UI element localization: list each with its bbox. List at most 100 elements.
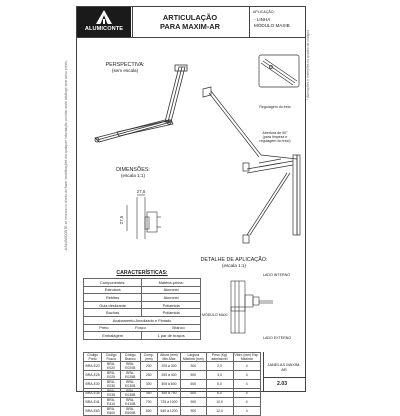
spec-cell: 900 — [180, 406, 207, 416]
spec-cell: 3,0 — [205, 370, 234, 380]
disclaimer-text: A ALUMICONTE se reserva no direito de fa… — [64, 60, 68, 251]
spec-header-cell: Comp. (mm) — [139, 352, 158, 362]
spec-cell: BRA-E035 — [101, 388, 121, 398]
spec-cell: 12,0 — [205, 406, 234, 416]
spec-cell: 500 — [180, 370, 207, 380]
spec-cell: BRA-E30 — [82, 379, 103, 389]
finish-title-row: Acabamento Anodizado e Pintado — [83, 315, 201, 325]
spec-cell: 4 — [232, 397, 261, 407]
spec-cell: BRA-E035B — [120, 388, 141, 398]
outer-side-label: LADO EXTERNO — [263, 336, 292, 340]
spec-cell: BRA-E030B — [120, 379, 141, 389]
finish-title: Acabamento Anodizado e Pintado — [83, 315, 201, 325]
series-label: JANELAS MAXIM-AR — [267, 362, 301, 372]
packaging-value: 1 par de braços — [141, 331, 201, 340]
spec-cell: 255 à 400 — [156, 370, 182, 380]
spec-cell: BRA-E600B — [120, 406, 141, 416]
characteristic-material: Poliamida — [141, 308, 201, 317]
spec-header-cell: Altura (mm) Min-Máx — [156, 352, 182, 362]
spec-cell: 355 à 750 — [156, 388, 182, 398]
page-number: 2.03 — [277, 381, 288, 387]
spec-cell: 2,0 — [205, 361, 234, 371]
revision-sidebar: * Alterações e inserções no quadro de có… — [306, 30, 316, 370]
spec-cell: BRA-E020 — [101, 361, 121, 371]
brand-name: ALUMICONTE — [84, 26, 124, 32]
spec-cell: BRA-E025 — [101, 370, 121, 380]
spec-cell: 4 — [232, 361, 261, 371]
spec-cell: BRA-E25 — [82, 370, 103, 380]
spec-cell: BRA-E20 — [82, 361, 103, 371]
spec-cell: BRA-E41 — [82, 397, 103, 407]
spec-cell: BRA-E410 — [101, 397, 121, 407]
spec-cell: 300 — [139, 379, 158, 389]
disclaimer-sidebar: A ALUMICONTE se reserva no direito de fa… — [64, 60, 74, 380]
spec-cell: 350 — [139, 388, 158, 398]
characteristic-component: Guia deslizante — [82, 300, 143, 310]
spec-cell: 725 à 1000 — [156, 397, 182, 407]
opening-note-line-1: Abertura de 90° — [262, 131, 288, 135]
spec-cell: 4 — [232, 370, 261, 380]
characteristic-material: Alumínio — [141, 285, 201, 295]
finish-option: Preto — [99, 325, 109, 331]
footer-sep — [263, 352, 264, 391]
footer-divider — [263, 377, 305, 378]
spec-cell: 305 à 600 — [156, 379, 182, 389]
spec-cell: 200 — [139, 361, 158, 371]
spec-cell: BRA-E410B — [120, 397, 141, 407]
application-detail-title: DETALHE DE APLICAÇÃO: — [200, 257, 268, 263]
spec-cell: BRA-E60 — [82, 406, 103, 416]
spec-cell: BRA-E030 — [101, 379, 121, 389]
header-divider — [77, 37, 305, 38]
characteristic-material: Poliamida — [141, 300, 201, 310]
application-detail-drawing — [230, 280, 273, 334]
revision-text: * Alterações e inserções no quadro de có… — [306, 30, 310, 100]
spec-cell: 6,0 — [205, 388, 234, 398]
characteristic-component: Rebites — [82, 293, 143, 302]
opening-note: Abertura de 90° (para limpeza e regulage… — [245, 131, 305, 144]
characteristics-title: CARACTERÍSTICAS: — [116, 270, 168, 276]
application-line-2: MÓDULO MAXIB — [254, 23, 290, 28]
spec-cell: 4 — [232, 388, 261, 398]
dimensions-subtitle: (escala 1:1) — [120, 173, 145, 178]
spec-cell: BRA-E600 — [101, 406, 121, 416]
spec-cell: BRA-E020B — [120, 361, 141, 371]
spec-header-cell: Peso (Kg) admissível — [205, 352, 234, 362]
finish-option: Branco — [172, 325, 185, 331]
alumiconte-logo-icon — [96, 10, 112, 24]
spec-cell: 4 — [232, 406, 261, 416]
spec-cell: 5,0 — [205, 379, 234, 389]
spec-header-cell: Largura Máxima (mm) — [180, 352, 207, 362]
catalog-sheet: ALUMICONTE ARTICULAÇÃO PARA MAXIM-AR APL… — [76, 6, 306, 416]
characteristic-component: Buchas — [82, 308, 143, 317]
title-line-1: ARTICULAÇÃO — [162, 13, 218, 22]
page-title: ARTICULAÇÃO PARA MAXIM-AR — [133, 7, 247, 37]
spec-header-cell: Código Fosco — [101, 352, 121, 362]
characteristic-material: Alumínio — [141, 293, 201, 302]
spec-cell: BRA-E35 — [82, 388, 103, 398]
brand-logo-block: ALUMICONTE — [77, 7, 131, 37]
spec-cell: 600 — [139, 406, 158, 416]
header-sep — [132, 7, 133, 37]
spec-cell: 4 — [232, 379, 261, 389]
spec-header-cell: Código Branco — [120, 352, 141, 362]
perspective-label: PERSPECTIVA: (sem escala) — [95, 62, 155, 73]
perspective-drawing — [94, 64, 188, 143]
spec-header-cell: Código Preto — [82, 352, 103, 362]
dimensions-label: DIMENSÕES: (escala 1:1) — [103, 167, 163, 178]
dimensions-title: DIMENSÕES: — [116, 167, 150, 173]
perspective-subtitle: (sem escala) — [111, 68, 139, 73]
application-label: APLICAÇÃO: — [253, 10, 275, 14]
packaging-label: Embalagem — [82, 331, 143, 340]
regulagem-label: Regulagem do freio — [259, 105, 291, 109]
